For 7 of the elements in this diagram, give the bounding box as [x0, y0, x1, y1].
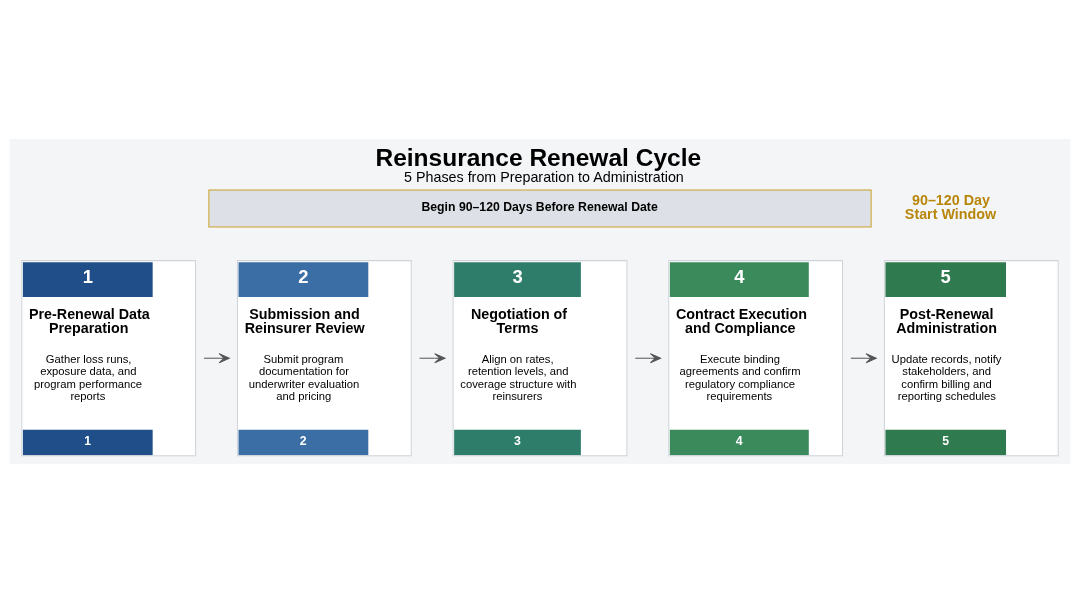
label: 90–120 Day Start Window [904, 191, 997, 222]
arrow [203, 353, 230, 364]
arrow [419, 353, 446, 364]
arrow [634, 353, 662, 364]
arrow [850, 353, 877, 364]
diagram-title: Reinsurance Renewal Cycle [375, 143, 702, 171]
node-box: Begin 90–120 Days Before Renewal Date [208, 189, 872, 228]
